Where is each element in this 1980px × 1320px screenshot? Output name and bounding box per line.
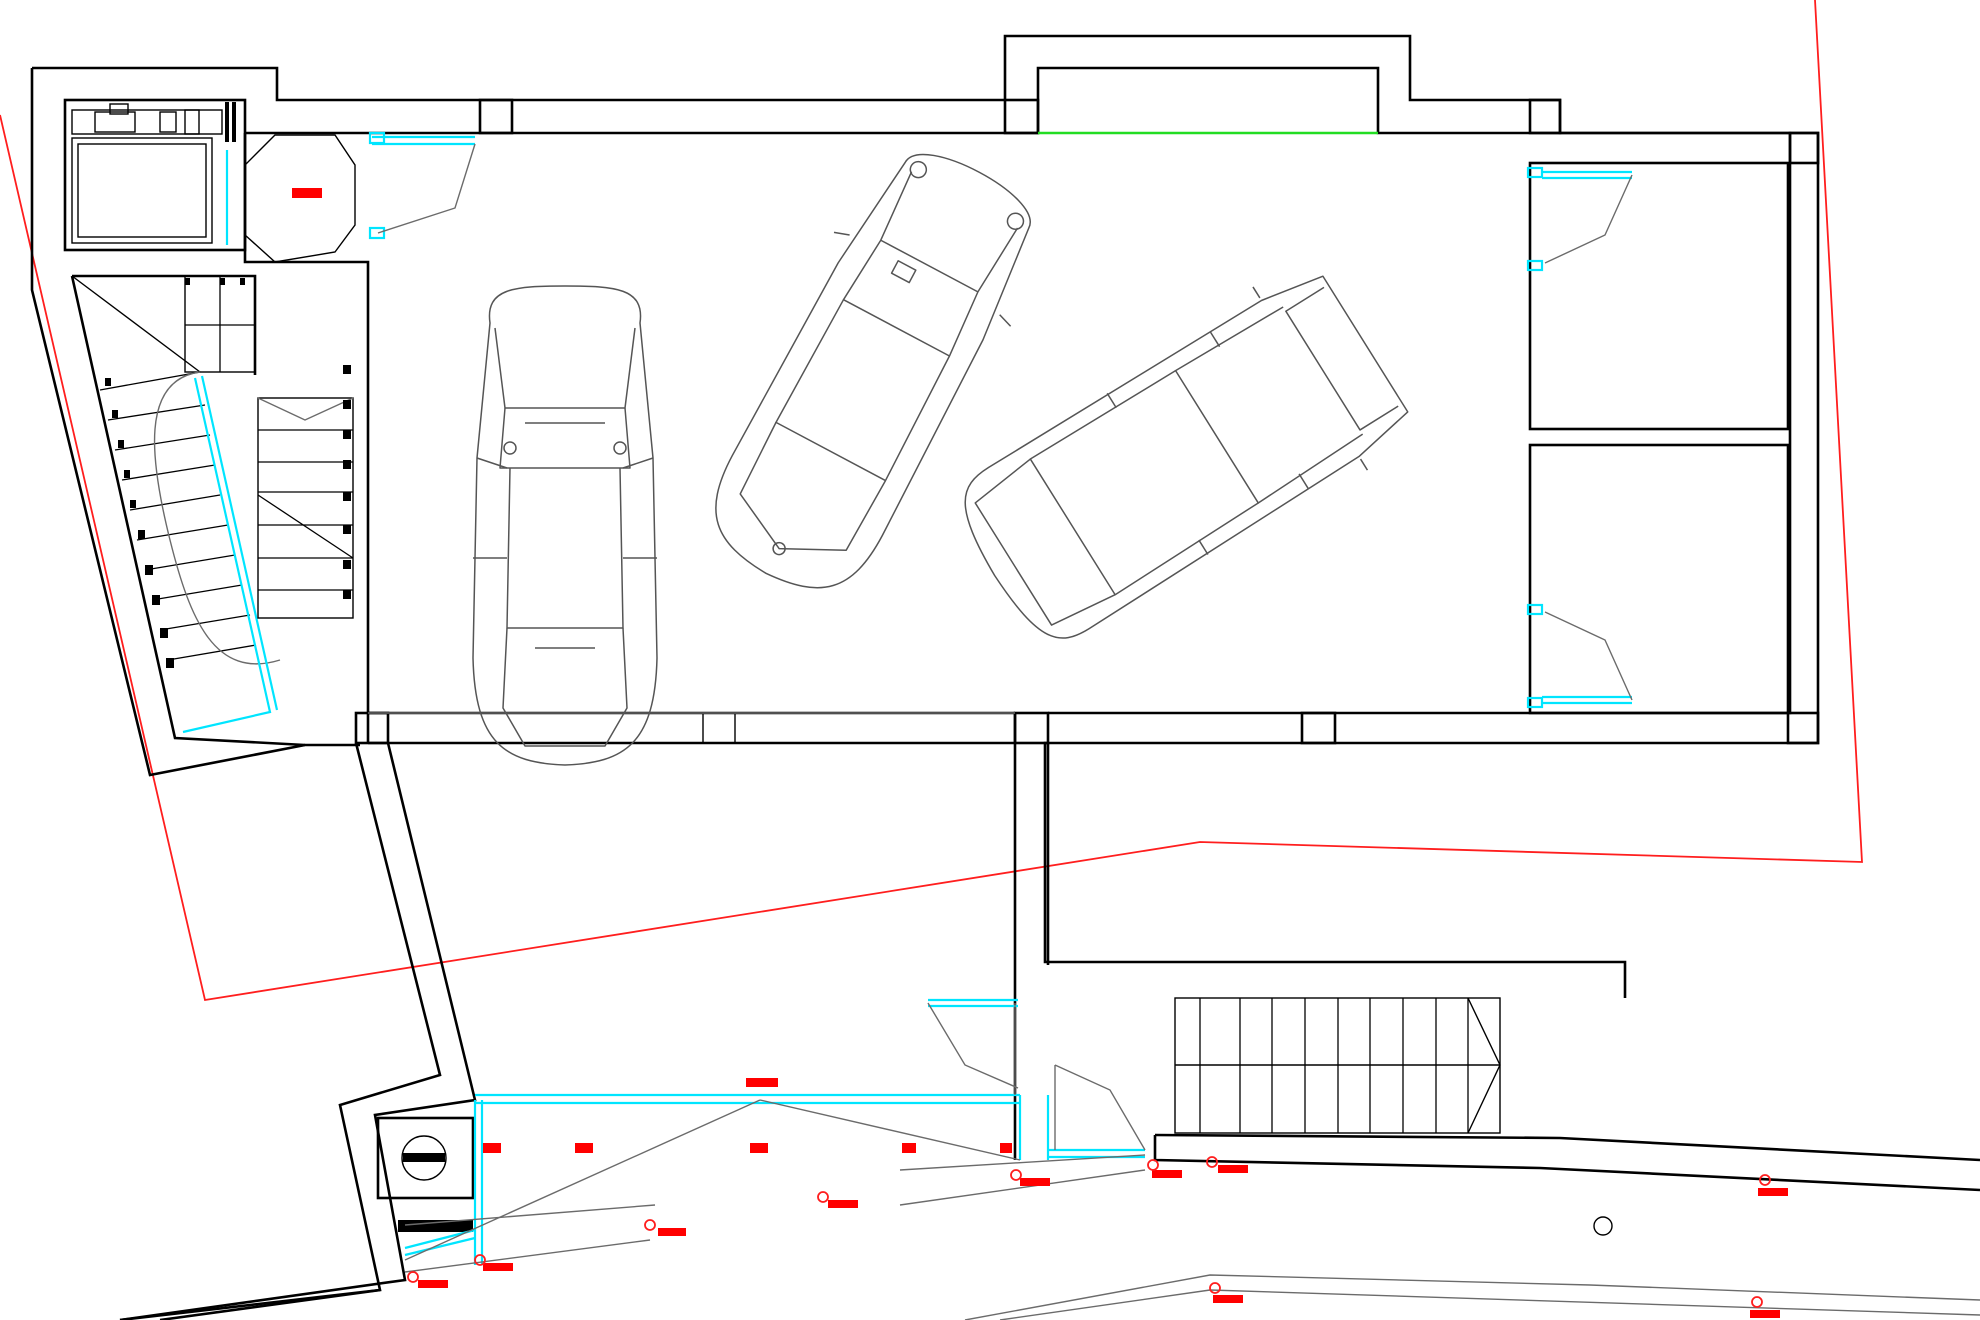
utility-room	[63, 98, 247, 252]
road-edge-upper-inner	[1154, 1133, 1980, 1162]
manhole-icon	[1593, 1216, 1613, 1236]
column	[1300, 711, 1337, 745]
column	[1788, 131, 1820, 165]
column	[1013, 711, 1050, 745]
octagonal-room	[244, 134, 356, 263]
stair-railing	[182, 377, 272, 734]
staircase-secondary	[257, 365, 354, 619]
utility-tank-inner	[77, 143, 207, 238]
garage-north-wall	[245, 66, 1792, 715]
meter-bar	[403, 1153, 445, 1162]
car-sports-angled	[715, 153, 1031, 589]
outer-wall	[32, 34, 1820, 998]
path-wall-south	[119, 1288, 381, 1320]
stair-railing-inner	[200, 375, 279, 711]
column	[354, 711, 390, 745]
column	[1528, 98, 1562, 135]
survey-marker-circles	[407, 1156, 1771, 1308]
door-swing-storage-lower	[1526, 603, 1633, 709]
stair-markers	[105, 278, 245, 668]
door-swing-garage-nw	[368, 131, 476, 240]
path-wall-west-inner	[119, 742, 477, 1320]
storage-room-lower	[1528, 443, 1790, 715]
storage-room-upper	[1528, 161, 1790, 431]
meter-box	[376, 1116, 475, 1200]
utility-equipment	[71, 103, 223, 135]
marker-tag	[292, 188, 322, 198]
meter-icon	[401, 1135, 447, 1181]
outer-wall-west	[30, 68, 360, 777]
threshold-bar	[398, 1220, 473, 1232]
column	[478, 98, 514, 135]
staircase-main	[99, 275, 281, 665]
column	[1003, 98, 1040, 135]
door-swing-exterior	[927, 998, 1146, 1151]
path-wall-west	[159, 742, 442, 1320]
path-lines	[404, 1099, 1146, 1273]
stair-hall-wall-sw	[70, 275, 306, 747]
survey-markers	[418, 1078, 1788, 1318]
exterior-stair	[1174, 997, 1501, 1134]
entry-gate	[404, 1093, 1145, 1265]
road-edge-upper	[1153, 1135, 1980, 1192]
property-line	[0, 0, 1863, 1002]
car-suv-angled	[964, 275, 1409, 639]
utility-vents	[225, 102, 236, 142]
car-sedan-vertical	[472, 285, 658, 766]
stair-diagonal	[71, 275, 201, 373]
column-outline	[702, 712, 736, 744]
road-edge-lower	[964, 1274, 1980, 1320]
door-swing-storage-upper	[1526, 166, 1633, 272]
utility-tank	[71, 137, 213, 244]
column	[1786, 711, 1820, 745]
